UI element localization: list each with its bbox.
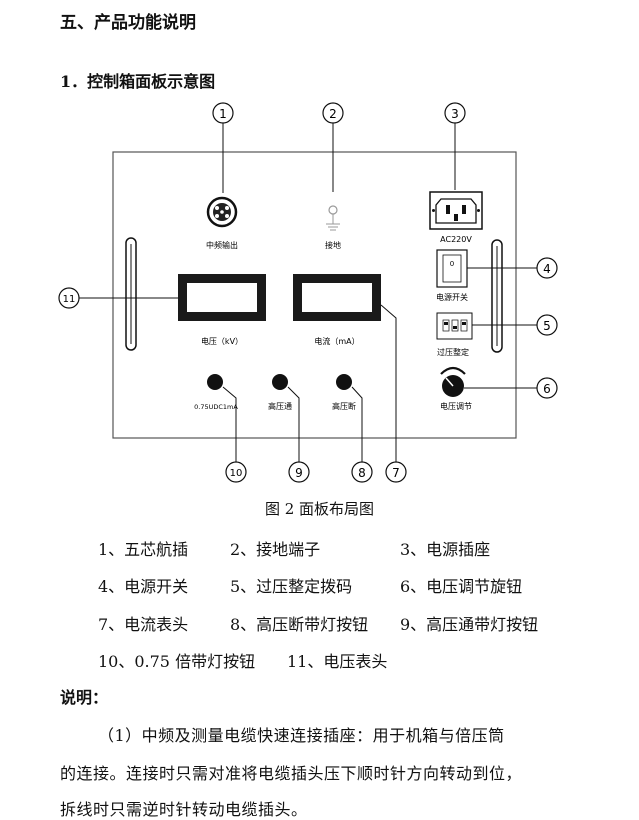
legend-item-8: 8、高压断带灯按钮 [230,615,369,634]
svg-text:0: 0 [450,260,454,268]
svg-text:6: 6 [543,382,551,396]
panel-diagram: 1 2 3 中频输出 接地 AC220V [58,102,558,483]
label-hv-on: 高压通 [268,401,292,411]
ground-terminal-icon [326,205,340,231]
callout-5: 5 [472,314,558,336]
section-title: 五、产品功能说明 [60,13,196,33]
svg-text:8: 8 [358,466,366,480]
label-kv: 电压（kV） [201,336,243,346]
power-switch-icon: 0 [436,249,468,288]
ma-meter [293,274,381,321]
label-ma: 电流（mA） [314,336,359,346]
svg-text:5: 5 [543,319,551,333]
button-hv-off-icon [336,374,352,390]
callout-4: 4 [467,257,558,279]
paragraph-line-1: （1）中频及测量电缆快速连接插座：用于机箱与倍压筒 [98,726,505,745]
legend-item-5: 5、过压整定拨码 [230,577,353,596]
button-075-icon [207,374,223,390]
figure-caption: 图 2 面板布局图 [264,500,375,518]
kv-meter [178,274,266,321]
label-volt-adjust: 电压调节 [440,401,472,411]
paragraph-line-2: 的连接。连接时只需对准将电缆插头压下顺时针方向转动到位， [60,764,523,783]
dip-switch-icon [436,312,473,340]
callout-2: 2 [322,102,344,192]
paragraph-line-3: 拆线时只需逆时针转动电缆插头。 [60,800,308,819]
legend-item-4: 4、电源开关 [98,577,189,596]
aviation-connector-icon [206,196,238,228]
legend-item-2: 2、接地端子 [230,540,321,559]
callout-9: 9 [287,386,310,483]
power-socket-icon [429,191,483,230]
legend-item-3: 3、电源插座 [400,540,491,559]
label-power-switch: 电源开关 [436,292,468,302]
legend-item-9: 9、高压通带灯按钮 [400,615,539,634]
legend-item-1: 1、五芯航插 [98,540,189,559]
label-mid-freq-out: 中频输出 [206,240,238,250]
note-title: 说明： [60,688,109,707]
label-ground: 接地 [325,240,341,250]
legend-item-6: 6、电压调节旋钮 [400,577,523,596]
label-hv-off: 高压断 [332,401,356,411]
svg-text:1: 1 [219,107,227,121]
svg-text:11: 11 [63,294,76,305]
button-hv-on-icon [272,374,288,390]
right-handle-icon [491,239,503,353]
callout-7: 7 [380,304,407,483]
panel-frame [112,151,517,439]
callout-6: 6 [464,377,558,399]
svg-text:9: 9 [295,466,303,480]
legend-item-7: 7、电流表头 [98,615,189,634]
voltage-knob-icon [440,366,466,397]
callout-1: 1 [212,102,234,193]
svg-text:10: 10 [230,468,243,479]
label-075: 0.75UDC1mA [194,403,238,411]
label-ac220v: AC220V [440,235,472,244]
label-overvolt: 过压整定 [437,347,469,357]
svg-text:3: 3 [451,107,459,121]
svg-text:7: 7 [392,466,400,480]
callout-8: 8 [351,386,373,483]
legend-item-11: 11、电压表头 [287,652,388,671]
svg-text:2: 2 [329,107,337,121]
callout-10: 10 [222,386,247,483]
left-handle-icon [125,237,137,351]
callout-11: 11 [58,287,178,309]
svg-text:4: 4 [543,262,551,276]
subsection-title: 1．控制箱面板示意图 [60,72,216,91]
legend-item-10: 10、0.75 倍带灯按钮 [98,652,256,671]
callout-3: 3 [444,102,466,190]
